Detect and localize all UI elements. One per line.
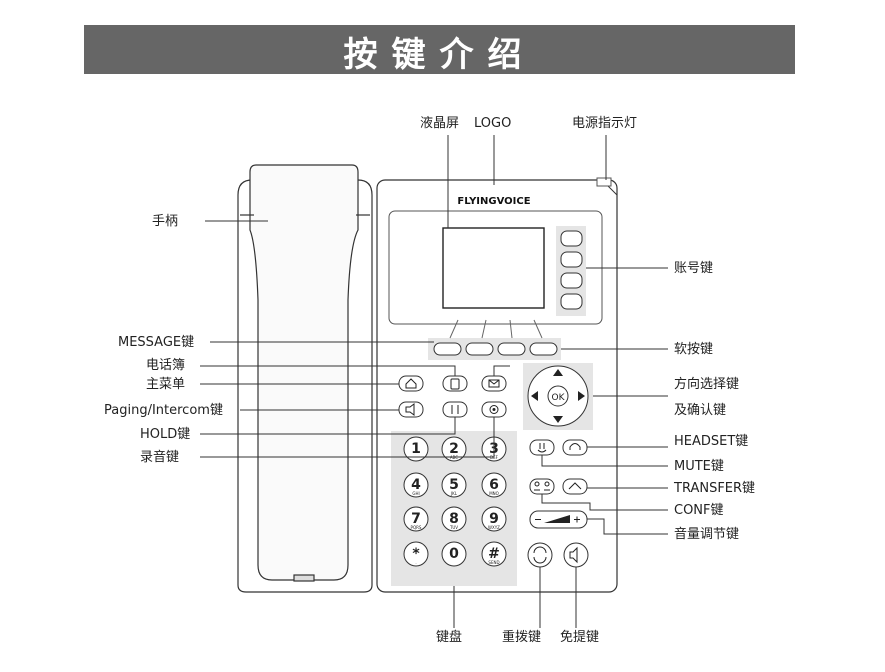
label-phonebook: 电话簿: [146, 358, 186, 373]
label-power-led: 电源指示灯: [572, 116, 638, 131]
keypad-key[interactable]: [481, 506, 507, 532]
conf-key[interactable]: [529, 478, 555, 495]
keypad-key[interactable]: [403, 541, 429, 567]
keypad-key-letters: GHI: [412, 491, 419, 496]
mute-key[interactable]: [529, 439, 555, 456]
keypad-key-letters: WXYZ: [488, 525, 500, 530]
keypad-key-digit: 4: [411, 477, 421, 493]
keypad-key[interactable]: [481, 472, 507, 498]
speaker-key[interactable]: [563, 542, 589, 568]
label-keypad: 键盘: [436, 630, 463, 645]
account-key-2[interactable]: [560, 251, 583, 268]
keypad-key-digit: 1: [411, 441, 421, 457]
soft-key-1[interactable]: [433, 342, 462, 356]
keypad-key-digit: 5: [449, 477, 459, 493]
label-conf-key: CONF键: [674, 503, 724, 518]
hold-key[interactable]: [442, 401, 468, 418]
phonebook-icon: [450, 378, 460, 390]
label-hold-key: HOLD键: [140, 427, 191, 442]
keypad-key-digit: 9: [489, 511, 499, 527]
lcd-screen: [442, 227, 545, 309]
keypad-key[interactable]: [403, 436, 429, 462]
left-arrow-icon: [531, 391, 538, 401]
label-speaker-key: 免提键: [560, 630, 600, 645]
keypad-key-digit: 2: [449, 441, 459, 457]
keypad-key[interactable]: [441, 472, 467, 498]
headset-icon: [569, 443, 581, 450]
headset-key[interactable]: [562, 439, 588, 456]
soft-key-2[interactable]: [465, 342, 494, 356]
keypad-key[interactable]: [403, 472, 429, 498]
keypad-key[interactable]: [481, 541, 507, 567]
label-record-key: 录音键: [140, 450, 180, 465]
volume-up-icon: [574, 516, 580, 523]
menu-key[interactable]: [398, 375, 424, 392]
label-lcd: 液晶屏: [420, 116, 460, 131]
label-nav-key-2: 及确认键: [674, 403, 727, 418]
volume-ramp-icon: [544, 515, 570, 523]
conference-icon: [534, 481, 540, 487]
keypad-key-digit: 6: [489, 477, 499, 493]
transfer-key[interactable]: [562, 478, 588, 495]
label-logo: LOGO: [474, 116, 512, 131]
label-nav-key-1: 方向选择键: [674, 377, 740, 392]
account-key-3[interactable]: [560, 272, 583, 289]
handset: [237, 164, 373, 593]
account-key-4[interactable]: [560, 293, 583, 310]
keypad-key[interactable]: [441, 436, 467, 462]
label-transfer-key: TRANSFER键: [674, 481, 756, 496]
label-paging-intercom: Paging/Intercom键: [104, 403, 223, 418]
paging-intercom-key[interactable]: [398, 401, 424, 418]
redial-icon: [533, 546, 547, 564]
record-icon: [489, 405, 499, 414]
keypad-key-digit: *: [412, 546, 420, 562]
keypad-key-letters: SEND: [488, 560, 499, 565]
ok-key[interactable]: [547, 385, 569, 407]
keypad-key-digit: 7: [411, 511, 421, 527]
keypad-key-digit: 8: [449, 511, 459, 527]
soft-key-3[interactable]: [497, 342, 526, 356]
label-soft-keys: 软按键: [674, 342, 714, 357]
title-banner: 按键介绍: [84, 25, 795, 75]
keypad-key-letters: .: [415, 560, 416, 565]
home-icon: [405, 378, 417, 389]
label-handset: 手柄: [152, 214, 179, 229]
megaphone-icon: [405, 403, 415, 416]
power-led: [596, 177, 612, 187]
keypad-key[interactable]: [403, 506, 429, 532]
label-mute-key: MUTE键: [674, 459, 724, 474]
pause-icon: [451, 405, 459, 414]
keypad-key-letters: PQRS: [411, 525, 422, 530]
label-headset-key: HEADSET键: [674, 434, 749, 449]
label-message-key: MESSAGE键: [118, 335, 195, 350]
label-redial-key: 重拨键: [502, 630, 542, 645]
account-key-1[interactable]: [560, 230, 583, 247]
keypad-key[interactable]: [441, 506, 467, 532]
page-title: 按键介绍: [343, 35, 536, 75]
brand-logo: FLYINGVOICE: [457, 196, 530, 207]
label-main-menu: 主菜单: [146, 377, 186, 392]
keypad-key-letters: JKL: [450, 491, 458, 496]
keypad-key-digit: 0: [449, 546, 459, 562]
mic-icon: [537, 443, 547, 453]
keypad-key-digit: #: [488, 546, 500, 562]
down-arrow-icon: [553, 416, 563, 423]
transfer-icon: [568, 482, 582, 490]
right-arrow-icon: [578, 391, 585, 401]
label-account-keys: 账号键: [674, 261, 714, 276]
soft-key-4[interactable]: [529, 342, 558, 356]
keypad-key-letters: TUV: [449, 525, 458, 530]
keypad-key-letters: MNO: [489, 491, 499, 496]
label-volume-key: 音量调节键: [674, 527, 740, 542]
speaker-icon: [569, 546, 578, 564]
envelope-icon: [488, 379, 500, 388]
leader-lines: [200, 135, 668, 628]
keypad-key[interactable]: [441, 541, 467, 567]
up-arrow-icon: [553, 369, 563, 376]
ok-key-label: OK: [552, 393, 566, 403]
